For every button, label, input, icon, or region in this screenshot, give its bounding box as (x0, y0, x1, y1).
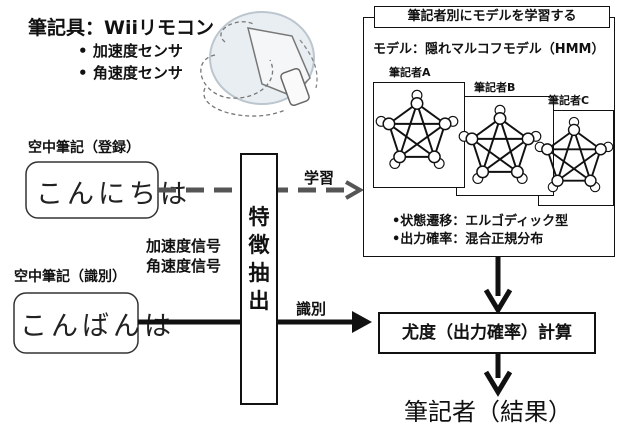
result-label: 筆記者（結果） (404, 398, 572, 426)
hmm-state (465, 132, 479, 146)
hmm-graph-a (375, 89, 459, 170)
hmm-state (382, 117, 396, 131)
writer-label-c: 筆記者C (548, 94, 590, 107)
hmm-transition (388, 123, 435, 158)
hmm-state (427, 150, 441, 164)
learning-arrow-head (345, 180, 365, 200)
feature-extraction-box: 特 徴 抽 出 (240, 153, 278, 405)
writer-label-b: 筆記者B (474, 81, 516, 94)
device-title: 筆記具：Wiiリモコン (28, 17, 214, 39)
hmm-graph-b (458, 104, 542, 185)
wii-remote-icon (200, 11, 318, 117)
state-transition-text: •状態遷移：エルゴディック型 (392, 214, 569, 229)
likelihood-to-result-arrow-head (483, 370, 513, 397)
output-probability-text: •出力確率：混合正規分布 (392, 232, 544, 247)
model-name: モデル：隠れマルコフモデル（HMM） (373, 42, 605, 57)
hmm-state (493, 112, 507, 125)
signal-list: 加速度信号 角速度信号 (146, 236, 221, 276)
hmm-transition (471, 138, 518, 173)
hmm-state (476, 165, 490, 179)
identification-arrow-label: 識別 (296, 300, 327, 318)
hmm-state (541, 143, 554, 156)
identification-sample-text: こんばんは (20, 311, 175, 342)
hmm-state (521, 132, 535, 146)
registration-label: 空中筆記（登録） (28, 140, 140, 156)
identification-label: 空中筆記（識別） (14, 269, 126, 285)
writer-label-a: 筆記者A (389, 66, 431, 79)
hmm-state (594, 143, 607, 156)
hmm-transition (546, 148, 592, 182)
sensor-item: 加速度センサ (78, 40, 183, 62)
hmm-transition (556, 148, 602, 182)
hmm-state (584, 174, 597, 187)
hmm-state (410, 97, 424, 110)
hmm-transition (399, 123, 446, 158)
hmm-transition (573, 129, 592, 182)
hmm-transition (499, 118, 519, 173)
feature-char: 徴 (248, 233, 270, 257)
signal-item: 角速度信号 (146, 257, 222, 275)
sensor-item: 角速度センサ (78, 62, 183, 84)
feature-char: 抽 (248, 261, 270, 285)
signal-item: 加速度信号 (146, 237, 222, 255)
likelihood-box: 尤度（出力確率）計算 (378, 312, 596, 354)
hmm-graph-c (534, 116, 614, 193)
feature-char: 出 (248, 289, 270, 313)
hmm-state (551, 174, 564, 187)
hmm-transition (481, 118, 501, 173)
registration-sample-text: こんにちは (36, 179, 191, 210)
identification-arrow-head (352, 311, 372, 333)
learning-label: 学習 (304, 169, 335, 187)
hmm-state (510, 165, 524, 179)
sensor-list: 加速度センサ 角速度センサ (78, 40, 183, 84)
hmm-state (567, 123, 581, 137)
model-box-title: 筆記者別にモデルを学習する (374, 6, 610, 28)
model-to-likelihood-arrow-head (483, 288, 513, 315)
hmm-transition (482, 138, 529, 173)
model-properties: •状態遷移：エルゴディック型 •出力確率：混合正規分布 (392, 213, 568, 249)
feature-char: 特 (248, 205, 270, 229)
hmm-transition (416, 103, 436, 158)
feature-extraction-label: 特 徴 抽 出 (242, 203, 276, 315)
hmm-state (438, 117, 452, 131)
hmm-transition (398, 103, 418, 158)
hmm-state (393, 150, 407, 164)
hmm-transition (556, 129, 575, 182)
